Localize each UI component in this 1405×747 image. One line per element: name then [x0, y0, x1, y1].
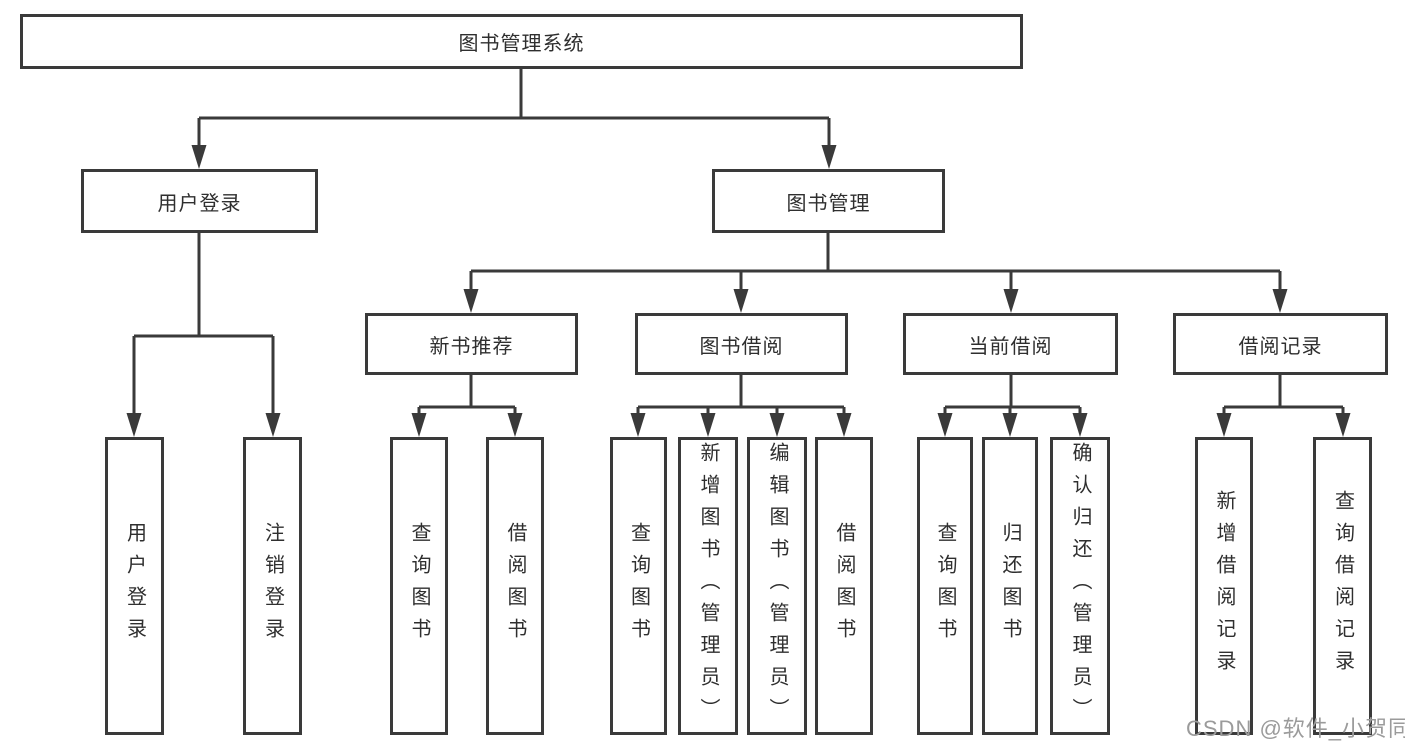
- leaf-user-login: 用户登录: [105, 437, 164, 735]
- node-root: 图书管理系统: [20, 14, 1023, 69]
- node-book-borrow: 图书借阅: [635, 313, 848, 375]
- csdn-watermark: CSDN @软件_小贺同学: [1186, 716, 1405, 741]
- node-borrow-records: 借阅记录: [1173, 313, 1388, 375]
- arrowheads: [126, 145, 1351, 437]
- leaf-borrow-query-books: 查询图书: [610, 437, 667, 735]
- leaf-newbooks-query-books: 查询图书: [390, 437, 448, 735]
- node-user-login: 用户登录: [81, 169, 318, 233]
- leaf-current-return-books: 归还图书: [982, 437, 1038, 735]
- leaf-borrow-add-books-admin: 新增图书（管理员）: [678, 437, 738, 735]
- leaf-logout: 注销登录: [243, 437, 302, 735]
- node-new-book-recommend: 新书推荐: [365, 313, 578, 375]
- leaf-borrow-edit-books-admin: 编辑图书（管理员）: [747, 437, 807, 735]
- leaf-records-query-record: 查询借阅记录: [1313, 437, 1372, 735]
- leaf-records-add-record: 新增借阅记录: [1195, 437, 1253, 735]
- node-current-borrow: 当前借阅: [903, 313, 1118, 375]
- leaf-newbooks-borrow-books: 借阅图书: [486, 437, 544, 735]
- leaf-borrow-borrow-books: 借阅图书: [815, 437, 873, 735]
- leaf-current-confirm-return-admin: 确认归还（管理员）: [1050, 437, 1110, 735]
- node-book-management: 图书管理: [712, 169, 945, 233]
- leaf-current-query-books: 查询图书: [917, 437, 973, 735]
